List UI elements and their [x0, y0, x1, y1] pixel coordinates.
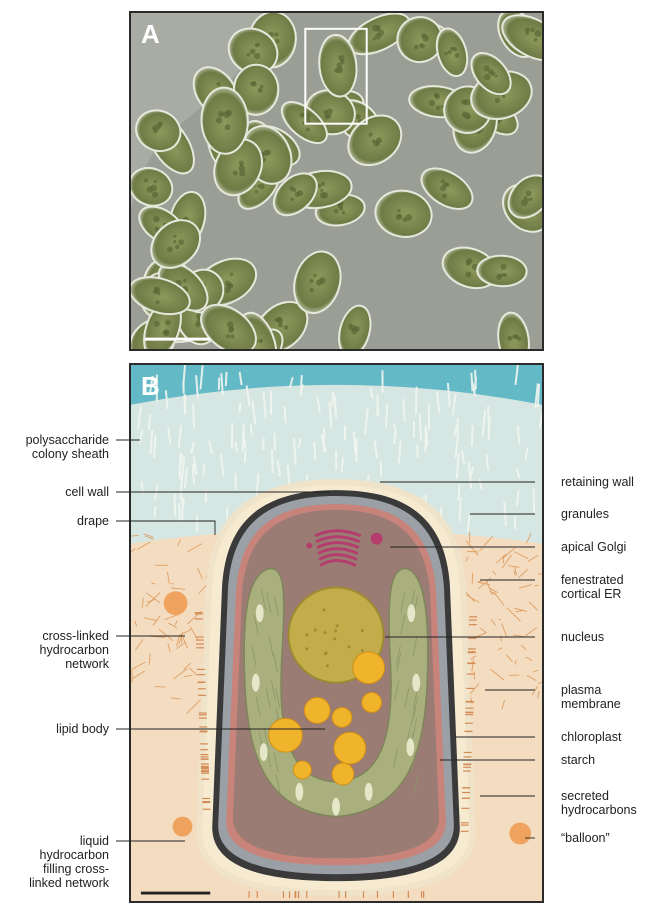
- label-drape: drape: [77, 514, 109, 528]
- label-line: retaining wall: [561, 475, 634, 489]
- label-apical-golgi: apical Golgi: [561, 540, 626, 554]
- label-line: hydrocarbon: [29, 848, 109, 862]
- label-retaining-wall: retaining wall: [561, 475, 634, 489]
- label-line: fenestrated: [561, 573, 624, 587]
- label-cell-wall: cell wall: [65, 485, 109, 499]
- label-line: cortical ER: [561, 587, 624, 601]
- label-polysaccharide-colony-sheath: polysaccharide colony sheath: [26, 433, 109, 461]
- label-line: lipid body: [56, 722, 109, 736]
- label-cross-linked-hydrocarbon-network: cross-linked hydrocarbon network: [40, 629, 110, 671]
- label-fenestrated-cortical-er: fenestrated cortical ER: [561, 573, 624, 601]
- label-line: filling cross-: [29, 862, 109, 876]
- label-plasma-membrane: plasma membrane: [561, 683, 621, 711]
- label-line: membrane: [561, 697, 621, 711]
- label-line: network: [40, 657, 110, 671]
- label-starch: starch: [561, 753, 595, 767]
- label-line: drape: [77, 514, 109, 528]
- label-line: hydrocarbon: [40, 643, 110, 657]
- label-line: polysaccharide: [26, 433, 109, 447]
- label-granules: granules: [561, 507, 609, 521]
- label-chloroplast: chloroplast: [561, 730, 621, 744]
- label-line: “balloon”: [561, 831, 610, 845]
- schematic-panel: B: [129, 363, 544, 903]
- label-line: cell wall: [65, 485, 109, 499]
- label-line: starch: [561, 753, 595, 767]
- label-line: colony sheath: [26, 447, 109, 461]
- label-line: apical Golgi: [561, 540, 626, 554]
- label-balloon: “balloon”: [561, 831, 610, 845]
- panel-letter-b: B: [141, 371, 160, 402]
- label-secreted-hydrocarbons: secreted hydrocarbons: [561, 789, 637, 817]
- cell-diagram: [131, 365, 542, 901]
- label-line: secreted: [561, 789, 637, 803]
- label-line: cross-linked: [40, 629, 110, 643]
- micrograph-panel: A: [129, 11, 544, 351]
- label-lipid-body: lipid body: [56, 722, 109, 736]
- micrograph-image: [131, 13, 542, 349]
- label-nucleus: nucleus: [561, 630, 604, 644]
- label-line: linked network: [29, 876, 109, 890]
- label-liquid-hydrocarbon: liquid hydrocarbon filling cross- linked…: [29, 834, 109, 890]
- panel-letter-a: A: [141, 19, 160, 50]
- label-line: plasma: [561, 683, 621, 697]
- label-line: chloroplast: [561, 730, 621, 744]
- label-line: liquid: [29, 834, 109, 848]
- label-line: nucleus: [561, 630, 604, 644]
- label-line: hydrocarbons: [561, 803, 637, 817]
- label-line: granules: [561, 507, 609, 521]
